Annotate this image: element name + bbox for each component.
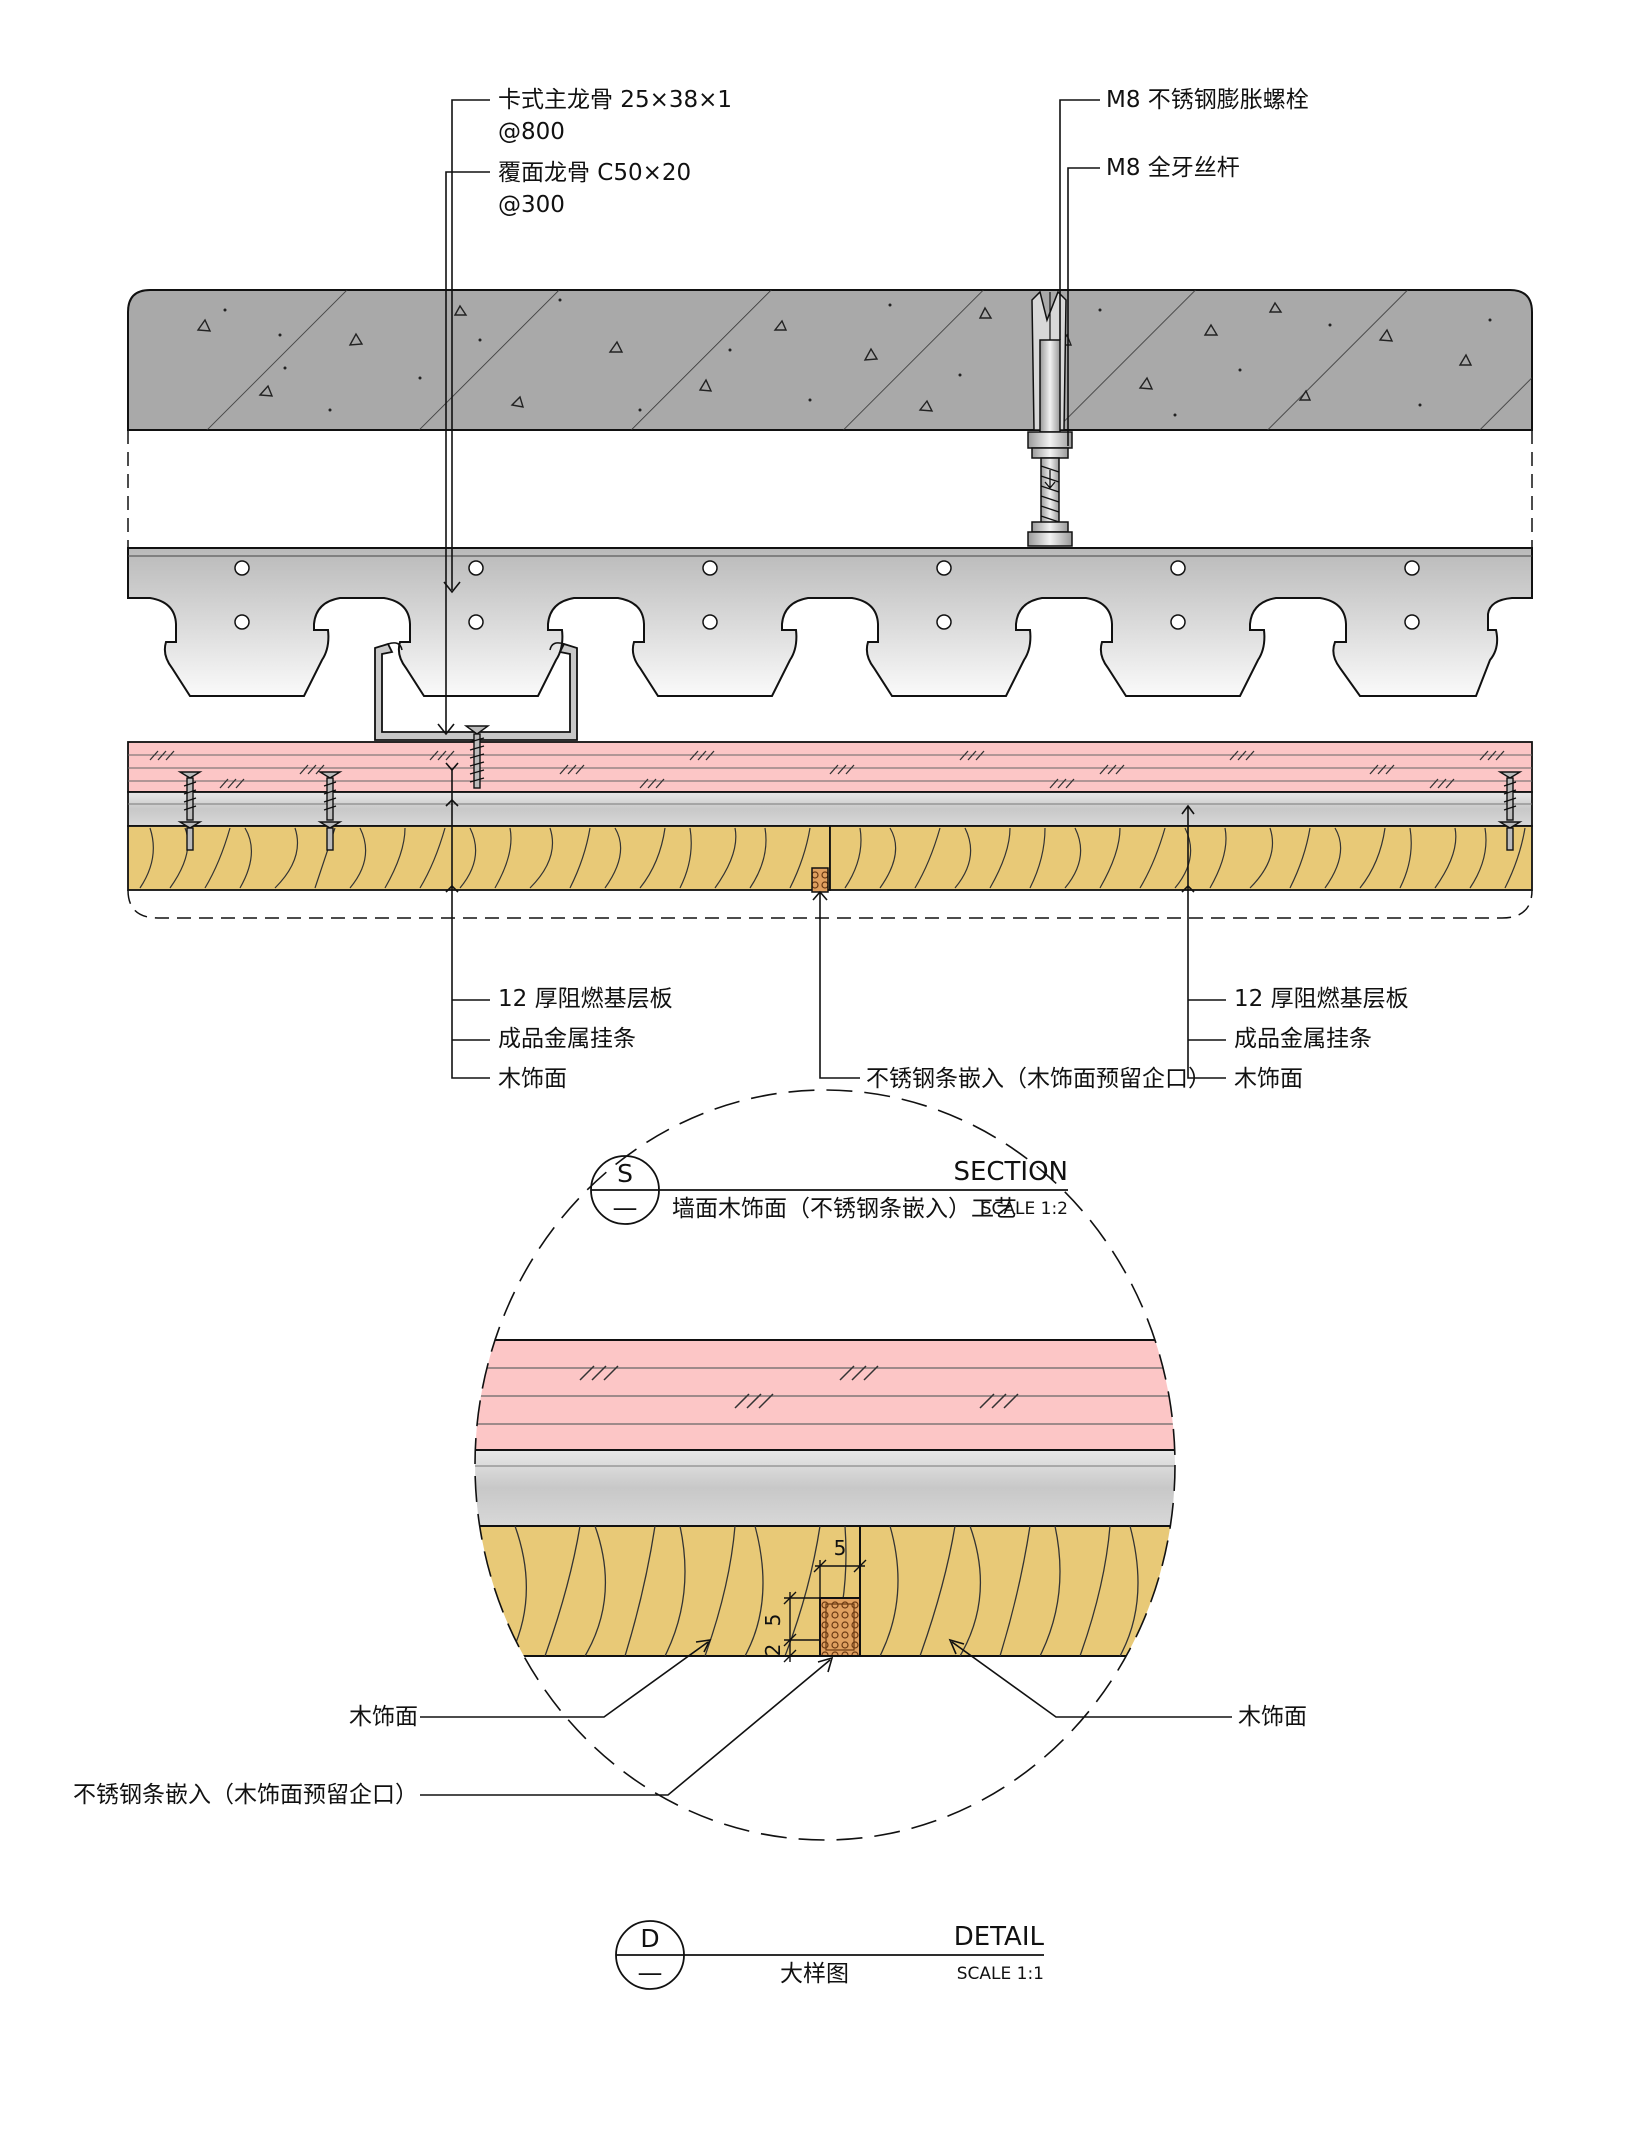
section-drawing: 卡式主龙骨 25×38×1 @800 覆面龙骨 C50×20 @300 M8 不… [127,87,1533,1225]
dim-width: 5 [834,1536,847,1560]
label-right-base-board: 12 厚阻燃基层板 [1234,986,1409,1012]
section-type: SECTION [953,1157,1068,1187]
label-left-base-board: 12 厚阻燃基层板 [498,986,673,1012]
detail-steel-inlay [819,1597,861,1657]
screws [177,725,1523,851]
screw-icon [463,725,491,789]
screw-icon [317,771,343,851]
screw-icon [177,771,203,851]
detail-sheet: — [638,1958,663,1987]
wood-grain [139,827,1526,889]
bottom-leaders [445,762,1226,1079]
expansion-bolt [1031,290,1067,433]
threaded-rod [1027,431,1073,547]
label-left-metal-strip: 成品金属挂条 [498,1026,636,1052]
label-expansion-bolt: M8 不锈钢膨胀螺栓 [1106,87,1309,113]
wood-face-boards [127,825,1533,893]
label-left-wood-face: 木饰面 [498,1066,567,1092]
detail-type: DETAIL [954,1922,1045,1952]
section-bottom-boundary [127,889,1533,919]
main-keel-profile [127,547,1533,697]
detail-drawing: 5 5 2 木饰面 不锈钢条嵌入（木饰面预留企口） 木饰面 D — DETAIL… [73,1089,1307,1990]
detail-metal-strip [475,1449,1175,1527]
detail-title: 大样图 [780,1961,849,1987]
section-scale: SCALE 1:2 [981,1199,1068,1219]
dim-gap: 2 [761,1644,785,1657]
detail-wood-right [859,1525,1175,1657]
section-title: 墙面木饰面（不锈钢条嵌入）工艺 [672,1196,1017,1222]
top-leaders [437,99,1100,736]
label-threaded-rod: M8 全牙丝杆 [1106,155,1240,181]
dim-height: 5 [761,1614,785,1627]
aggregate-marks [196,301,1473,412]
sand-dots [223,298,1492,417]
steel-inlay-strip [811,867,829,893]
detail-title-block: D — DETAIL 大样图 SCALE 1:1 [615,1920,1045,1990]
label-cover-keel-spacing: @300 [498,192,565,218]
detail-boundary-circle [474,1089,1176,1841]
c-channel-keel [374,642,578,741]
section-title-block: S — SECTION 墙面木饰面（不锈钢条嵌入）工艺 SCALE 1:2 [590,1155,1068,1225]
concrete-slab [127,289,1533,431]
metal-hanging-strip [127,791,1533,827]
label-steel-inlay: 不锈钢条嵌入（木饰面预留企口） [866,1066,1211,1092]
detail-scale: SCALE 1:1 [957,1964,1044,1984]
detail-leaders [420,1638,1232,1796]
detail-label-left-wood-face: 木饰面 [349,1704,418,1730]
wood-board-left [127,825,831,891]
label-right-metal-strip: 成品金属挂条 [1234,1026,1372,1052]
label-cover-keel: 覆面龙骨 C50×20 [498,160,691,186]
detail-dimensions [783,1559,867,1663]
base-board [127,741,1533,793]
section-labels: 卡式主龙骨 25×38×1 @800 覆面龙骨 C50×20 @300 M8 不… [498,87,1409,1092]
detail-wood-left [475,1525,861,1657]
section-sheet: — [613,1193,638,1222]
label-main-keel: 卡式主龙骨 25×38×1 [498,87,732,113]
detail-base-board [475,1339,1175,1451]
section-code: S [617,1159,633,1188]
detail-label-right-wood-face: 木饰面 [1238,1704,1307,1730]
screw-icon [1497,771,1523,851]
detail-wood-grain [509,1525,1175,1657]
label-main-keel-spacing: @800 [498,119,565,145]
label-right-wood-face: 木饰面 [1234,1066,1303,1092]
detail-label-steel-inlay: 不锈钢条嵌入（木饰面预留企口） [73,1782,418,1808]
detail-code: D [640,1924,659,1953]
